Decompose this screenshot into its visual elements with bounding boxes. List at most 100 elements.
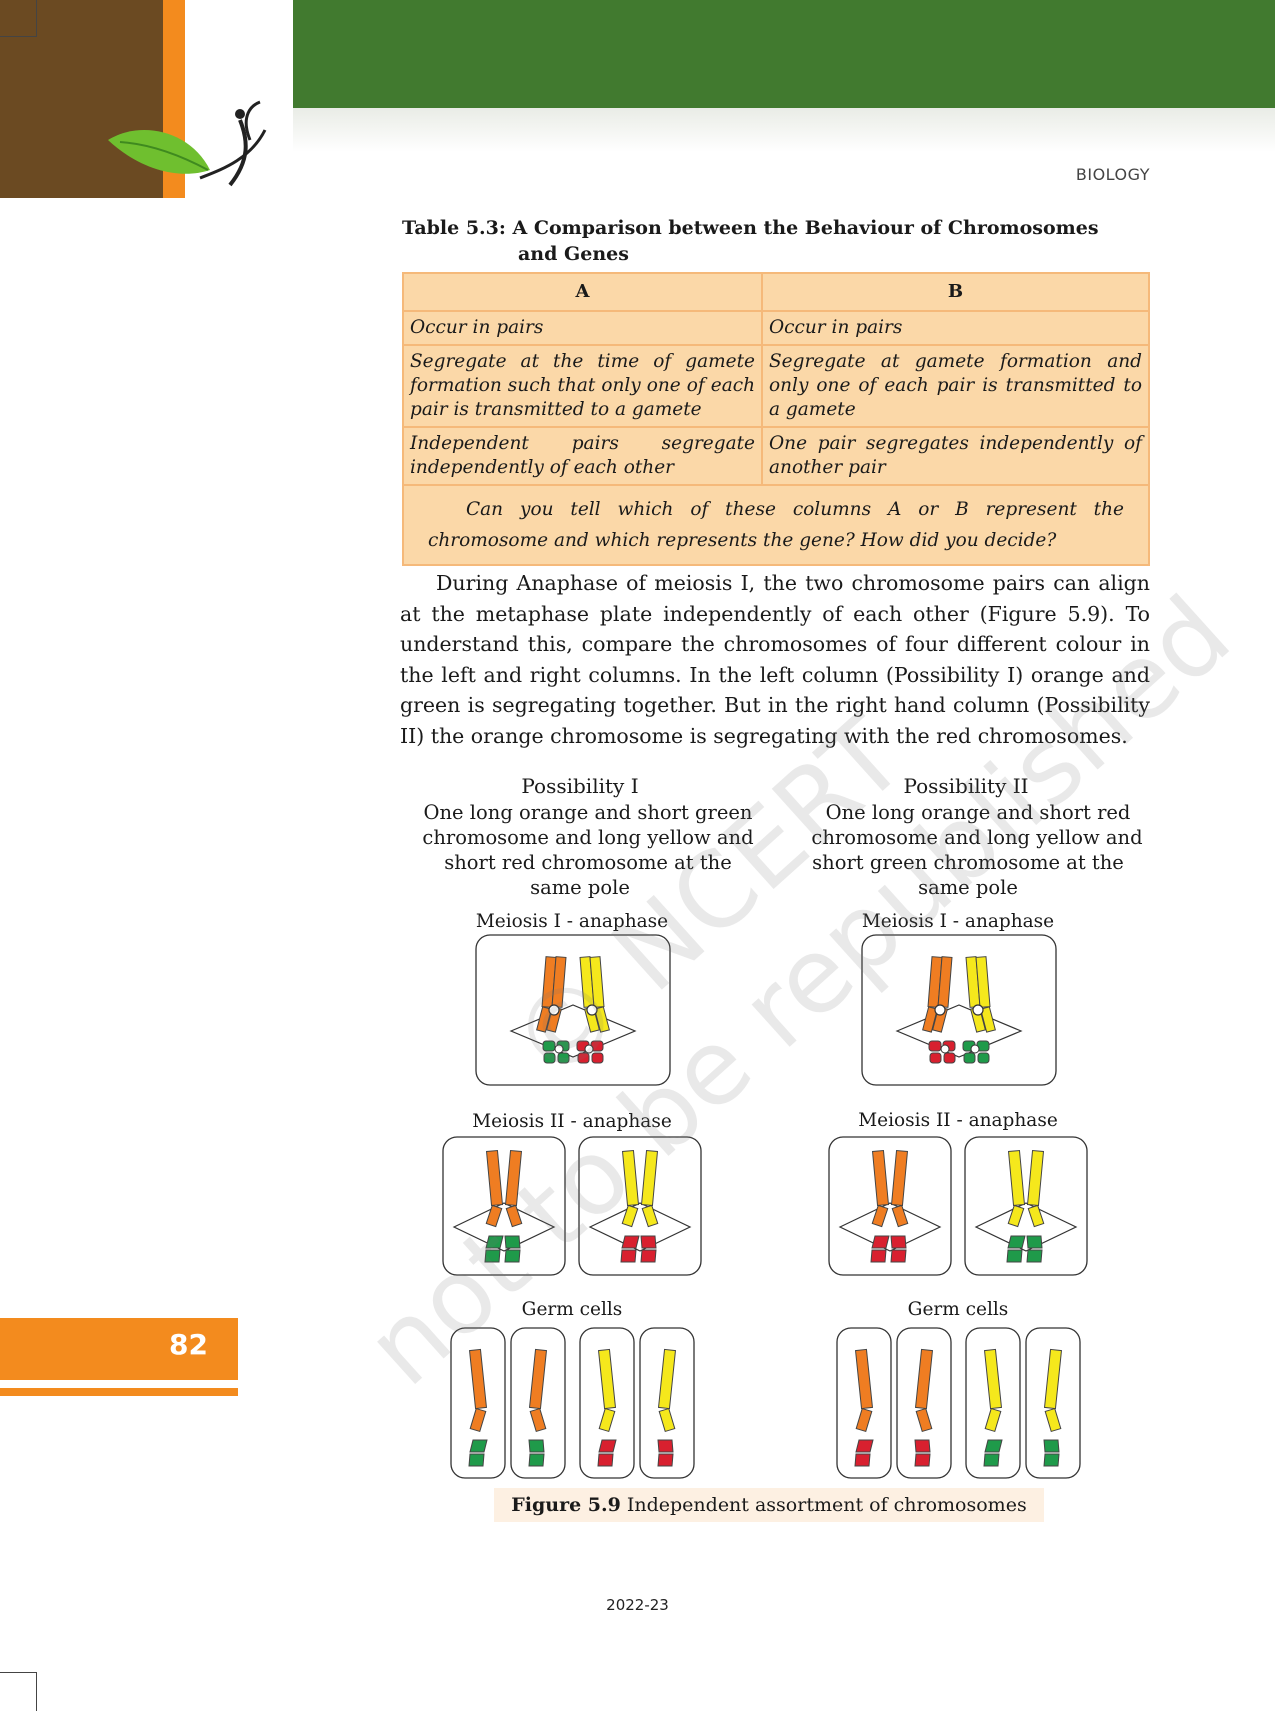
figure-caption-number: Figure 5.9 xyxy=(511,1494,621,1516)
possibility-1-title: Possibility I xyxy=(521,774,638,798)
short-chromosome xyxy=(504,1249,521,1263)
short-chromosome xyxy=(1006,1249,1023,1263)
long-chromosome-arm xyxy=(485,1149,504,1207)
short-chromosome xyxy=(528,1439,545,1453)
short-chromosome xyxy=(598,1439,617,1453)
long-chromatid-tip xyxy=(980,1006,996,1033)
short-chromatid xyxy=(543,1052,556,1064)
header-shade xyxy=(293,108,1275,152)
possibility-2-desc-line: chromosome and long yellow and xyxy=(811,826,1142,849)
footer-year: 2022-23 xyxy=(606,1596,669,1614)
long-chromosome-tip xyxy=(598,1407,616,1433)
cell-outline xyxy=(475,934,671,1086)
short-chromatid xyxy=(963,1052,976,1064)
header-green-band xyxy=(293,0,1275,108)
short-chromosome xyxy=(597,1453,614,1467)
table-cell: Independent pairs segregate independentl… xyxy=(402,426,763,486)
centromere xyxy=(970,1044,980,1054)
cell-outline xyxy=(578,1136,702,1276)
cell-diagrams xyxy=(442,934,1088,1479)
comparison-table: A B Occur in pairs Occur in pairs Segreg… xyxy=(402,272,1150,566)
short-chromosome xyxy=(854,1453,871,1467)
short-chromosome xyxy=(469,1439,488,1453)
long-chromosome-tip xyxy=(658,1407,676,1433)
possibility-2-title: Possibility II xyxy=(903,774,1028,798)
short-chromosome xyxy=(485,1235,504,1249)
short-chromosome xyxy=(871,1235,890,1249)
short-chromosome xyxy=(1026,1249,1043,1263)
short-chromosome xyxy=(890,1235,907,1249)
long-chromosome-tip xyxy=(529,1407,547,1433)
short-chromosome xyxy=(914,1453,931,1467)
long-chromatid xyxy=(551,956,567,1008)
running-head: BIOLOGY xyxy=(1075,165,1150,184)
long-chromosome-arm xyxy=(528,1348,548,1410)
cell-outline xyxy=(861,934,1057,1086)
possibility-1-desc-line: short red chromosome at the xyxy=(444,851,732,874)
table-row: Segregate at the time of gamete formatio… xyxy=(402,344,1150,428)
short-chromosome xyxy=(1043,1439,1060,1453)
long-chromosome-arm xyxy=(504,1149,523,1207)
short-chromosome xyxy=(870,1249,887,1263)
meiosis-2-label-right: Meiosis II - anaphase xyxy=(858,1110,1058,1131)
long-chromosome-tip xyxy=(621,1204,639,1228)
table-title: Table 5.3: A Comparison between the Beha… xyxy=(402,215,1154,267)
short-chromosome xyxy=(621,1235,640,1249)
long-chromosome-arm xyxy=(914,1348,934,1410)
short-chromatid xyxy=(577,1052,590,1064)
long-chromatid xyxy=(975,956,991,1008)
possibility-2-desc-line: short green chromosome at the xyxy=(812,851,1124,874)
table-cell: Occur in pairs xyxy=(402,310,763,346)
short-chromosome xyxy=(484,1249,501,1263)
short-chromosome xyxy=(640,1235,657,1249)
cell-outline xyxy=(828,1136,952,1276)
short-chromosome xyxy=(1007,1235,1026,1249)
long-chromosome-arm xyxy=(1043,1348,1063,1410)
long-chromosome-tip xyxy=(1044,1407,1062,1433)
long-chromosome-tip xyxy=(505,1204,523,1228)
short-chromatid xyxy=(591,1052,604,1064)
possibility-2-desc-line: same pole xyxy=(918,876,1018,899)
leaf-figure-logo-icon xyxy=(108,100,267,187)
crop-mark-top xyxy=(0,0,37,37)
table-header-row: A B xyxy=(402,272,1150,312)
centromere xyxy=(548,1004,560,1016)
long-chromosome-tip xyxy=(855,1407,873,1433)
table-question-cell: Can you tell which of these columns A or… xyxy=(402,484,1150,566)
long-chromosome-tip xyxy=(1027,1204,1045,1228)
short-chromatid xyxy=(542,1040,556,1052)
germ-cells-label-right: Germ cells xyxy=(908,1299,1009,1320)
table-cell: Segregate at gamete formation and only o… xyxy=(761,344,1150,428)
meiosis-2-label-left: Meiosis II - anaphase xyxy=(472,1111,672,1132)
table-title-line2: and Genes xyxy=(518,243,629,265)
short-chromosome xyxy=(657,1453,674,1467)
meiosis-1-label-left: Meiosis I - anaphase xyxy=(476,911,668,932)
long-chromosome-arm xyxy=(854,1348,874,1410)
page-number-underline xyxy=(0,1388,238,1396)
short-chromosome xyxy=(640,1249,657,1263)
long-chromosome-tip xyxy=(485,1204,503,1228)
possibility-2-desc-line: One long orange and short red xyxy=(826,801,1131,824)
centromere xyxy=(586,1004,598,1016)
short-chromosome xyxy=(657,1439,674,1453)
short-chromosome xyxy=(468,1453,485,1467)
meiosis-1-label-right: Meiosis I - anaphase xyxy=(862,911,1054,932)
cell-outline xyxy=(964,1136,1088,1276)
possibility-1-desc-line: same pole xyxy=(530,876,630,899)
short-chromosome xyxy=(914,1439,931,1453)
long-chromosome-tip xyxy=(469,1407,487,1433)
table-cell: Occur in pairs xyxy=(761,310,1150,346)
centromere xyxy=(554,1044,564,1054)
long-chromatid-tip xyxy=(536,1006,552,1033)
table-question-row: Can you tell which of these columns A or… xyxy=(402,484,1150,566)
long-chromosome-tip xyxy=(984,1407,1002,1433)
long-chromosome-arm xyxy=(1026,1149,1045,1207)
crop-mark-bottom xyxy=(0,1672,37,1711)
short-chromosome xyxy=(504,1235,521,1249)
table-title-line1: Table 5.3: A Comparison between the Beha… xyxy=(402,217,1099,239)
long-chromosome-arm xyxy=(983,1348,1003,1410)
long-chromosome-tip xyxy=(891,1204,909,1228)
long-chromatid xyxy=(937,956,953,1008)
table-row: Occur in pairs Occur in pairs xyxy=(402,310,1150,346)
